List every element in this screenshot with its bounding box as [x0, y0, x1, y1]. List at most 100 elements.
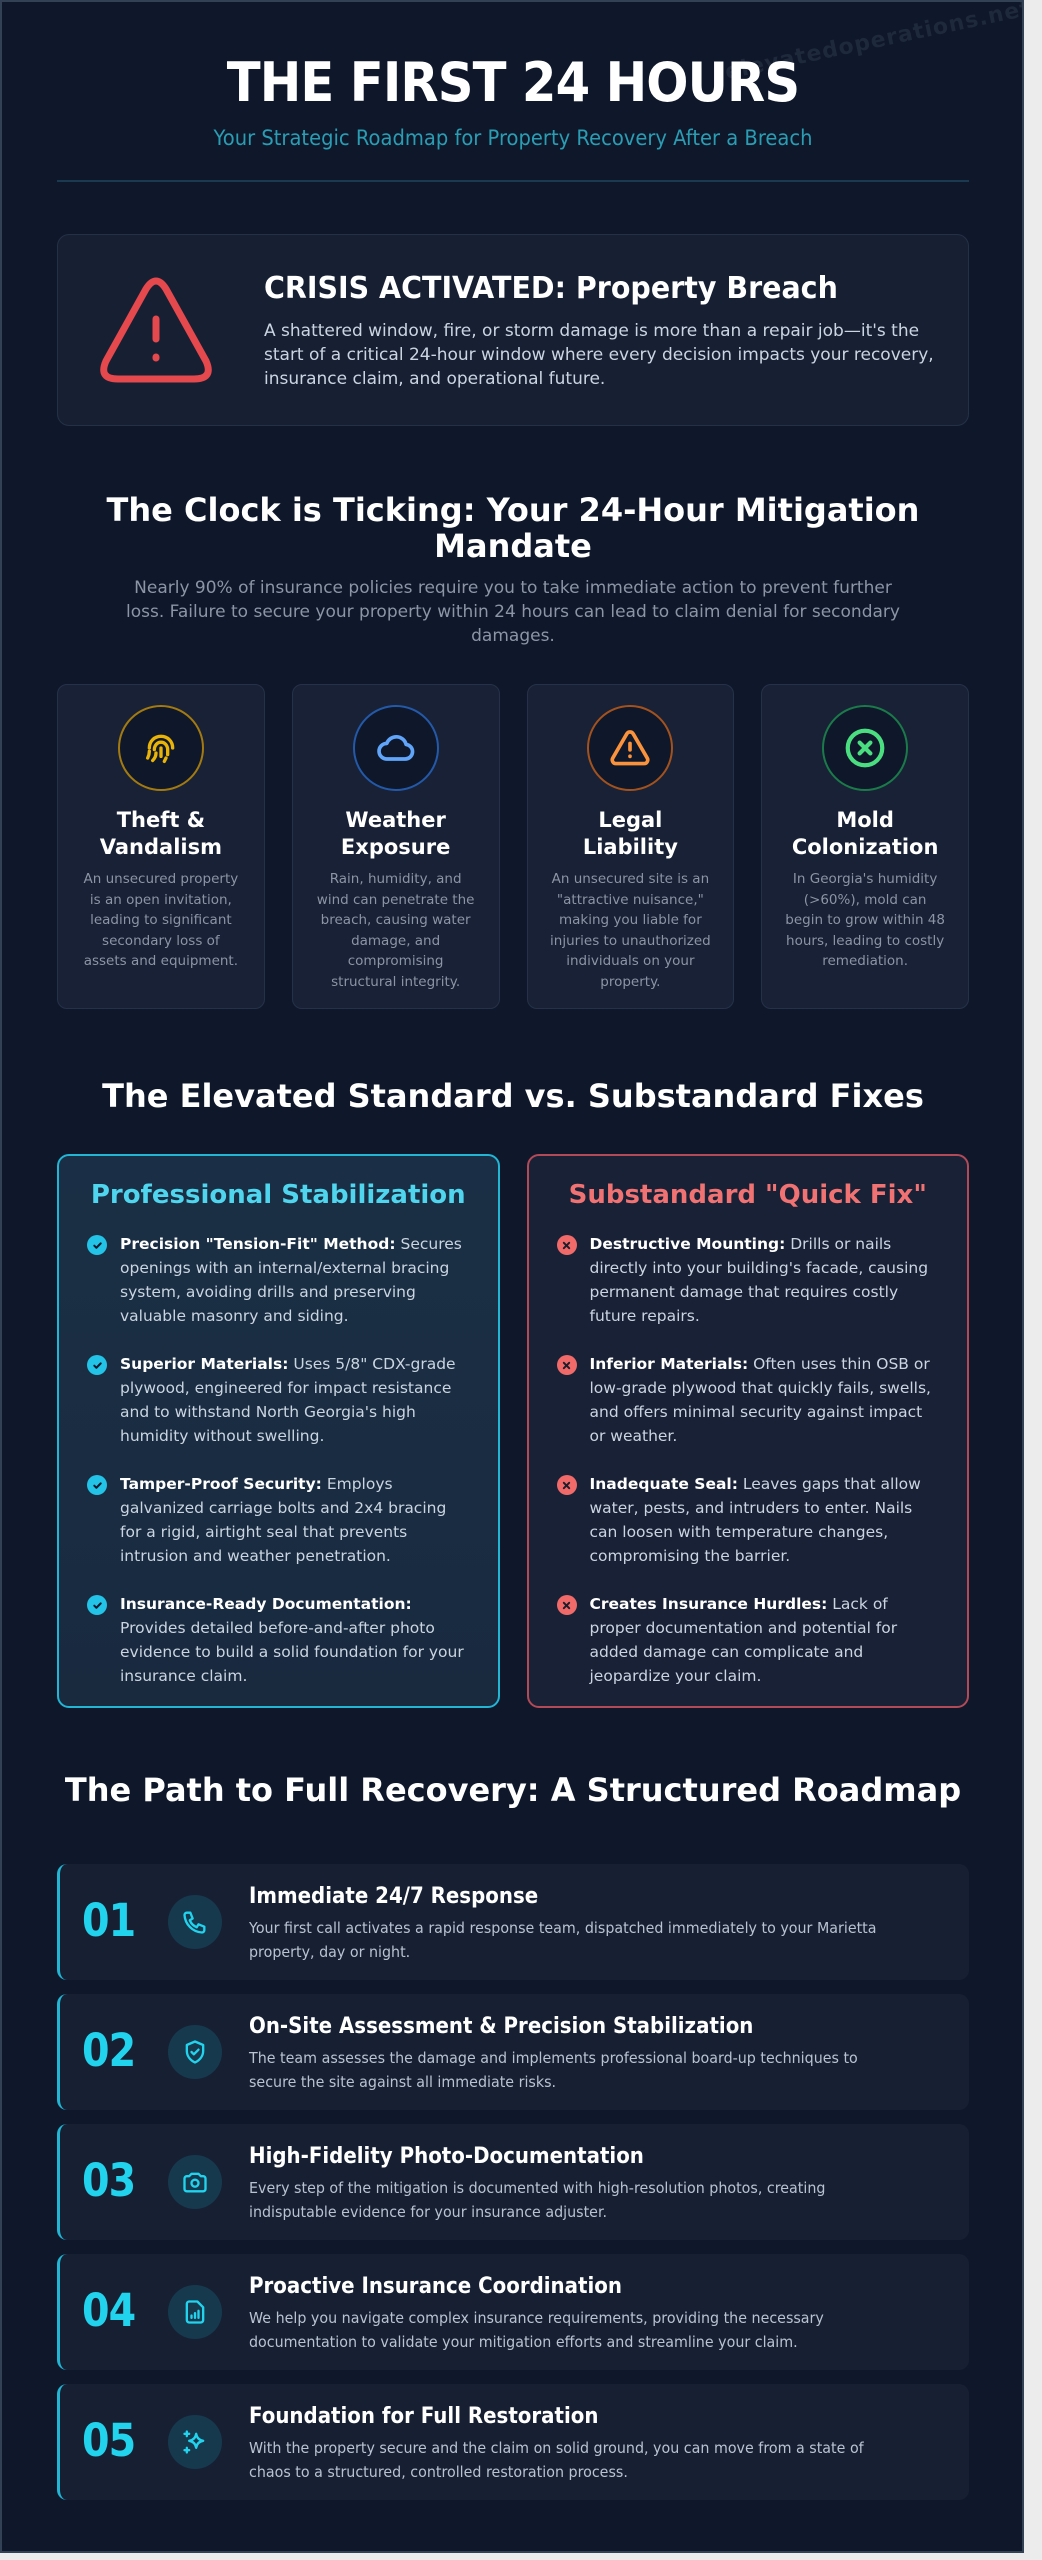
step-number: 03 [82, 2154, 136, 2207]
comparison-title: The Elevated Standard vs. Substandard Fi… [102, 1077, 924, 1115]
roadmap-step-5: 05 Foundation for Full Restoration With … [57, 2384, 969, 2500]
step-text: With the property secure and the claim o… [249, 2439, 864, 2481]
item-text: Leaves gaps that allow water, pests, and… [589, 1475, 921, 1565]
item-label: Superior Materials: [120, 1355, 289, 1373]
item-label: Creates Insurance Hurdles: [589, 1595, 828, 1613]
risk-card-weather: Weather Exposure Rain, humidity, and win… [291, 684, 500, 1009]
step-icon-bubble [168, 2025, 222, 2079]
item-text: Drills or nails directly into your build… [589, 1235, 929, 1325]
camera-icon [183, 2172, 207, 2193]
item-label: Precision "Tension-Fit" Method: [120, 1235, 396, 1253]
good-list-item: Precision "Tension-Fit" Method: Secures … [87, 1232, 470, 1328]
fingerprint-icon [145, 734, 175, 763]
good-card-title: Professional Stabilization [90, 1180, 466, 1210]
step-number: 05 [82, 2414, 136, 2467]
roadmap-section-header: The Path to Full Recovery: A Structured … [57, 1772, 969, 1808]
roadmap-step-3: 03 High-Fidelity Photo-Documentation Eve… [57, 2124, 969, 2240]
x-circle-icon [845, 728, 885, 768]
item-text: Uses 5/8" CDX-grade plywood, engineered … [120, 1355, 456, 1445]
header-divider [57, 180, 969, 182]
step-icon-bubble [168, 1895, 222, 1949]
risk-icon-circle [352, 705, 439, 791]
roadmap-step-1: 01 Immediate 24/7 Response Your first ca… [57, 1864, 969, 1980]
item-label: Destructive Mounting: [589, 1235, 786, 1253]
risk-text: In Georgia's humidity (>60%), mold can b… [785, 871, 945, 969]
good-list-item: Tamper-Proof Security: Employs galvanize… [87, 1472, 470, 1568]
check-circle-icon [87, 1355, 107, 1375]
item-text: Provides detailed before-and-after photo… [120, 1619, 464, 1685]
risk-text: An unsecured property is an open invitat… [83, 871, 239, 969]
step-text: The team assesses the damage and impleme… [249, 2049, 858, 2091]
roadmap-step-4: 04 Proactive Insurance Coordination We h… [57, 2254, 969, 2370]
risk-card-mold: Mold Colonization In Georgia's humidity … [761, 684, 969, 1009]
cloud-icon [376, 734, 414, 761]
crisis-text: A shattered window, fire, or storm damag… [264, 321, 934, 389]
step-icon-bubble [168, 2155, 222, 2209]
page-subtitle: Your Strategic Roadmap for Property Reco… [213, 126, 813, 150]
step-number: 04 [82, 2284, 136, 2337]
comparison-grid: Professional Stabilization Precision "Te… [57, 1154, 969, 1708]
risk-title: Legal Liability [582, 808, 678, 859]
warning-triangle-icon [100, 277, 212, 383]
risk-title: Weather Exposure [340, 808, 451, 859]
step-title: Foundation for Full Restoration [249, 2404, 599, 2429]
mandate-section-header: The Clock is Ticking: Your 24-Hour Mitig… [57, 492, 969, 648]
item-label: Inadequate Seal: [589, 1475, 738, 1493]
step-text: We help you navigate complex insurance r… [249, 2309, 824, 2351]
risk-card-theft: Theft & Vandalism An unsecured property … [57, 684, 265, 1009]
good-list-item: Insurance-Ready Documentation: Provides … [87, 1592, 470, 1688]
x-circle-icon [556, 1475, 577, 1495]
check-circle-icon [87, 1235, 107, 1255]
step-title: On-Site Assessment & Precision Stabiliza… [249, 2014, 754, 2039]
mandate-title: The Clock is Ticking: Your 24-Hour Mitig… [106, 491, 920, 565]
sparkles-icon [183, 2430, 205, 2454]
shield-check-icon [185, 2040, 205, 2064]
x-circle-icon [556, 1235, 577, 1255]
check-circle-icon [87, 1475, 107, 1495]
bad-list-item: Inferior Materials: Often uses thin OSB … [556, 1352, 940, 1448]
risk-title: Mold Colonization [791, 808, 939, 859]
item-label: Insurance-Ready Documentation: [120, 1595, 412, 1613]
risk-title: Theft & Vandalism [99, 808, 222, 859]
file-chart-icon [185, 2300, 205, 2324]
check-circle-icon [87, 1595, 107, 1615]
bad-list-item: Destructive Mounting: Drills or nails di… [556, 1232, 940, 1328]
step-number: 02 [82, 2024, 136, 2077]
phone-icon [183, 1911, 206, 1934]
risk-icon-circle [587, 705, 674, 791]
item-text: Often uses thin OSB or low-grade plywood… [589, 1355, 931, 1445]
page-title: THE FIRST 24 HOURS [226, 51, 800, 114]
step-title: Immediate 24/7 Response [249, 1884, 539, 1909]
step-text: Every step of the mitigation is document… [249, 2179, 826, 2221]
risk-icon-circle [822, 705, 909, 791]
risk-grid: Theft & Vandalism An unsecured property … [57, 684, 969, 1009]
step-title: High-Fidelity Photo-Documentation [249, 2144, 644, 2169]
item-label: Inferior Materials: [589, 1355, 749, 1373]
mandate-lead: Nearly 90% of insurance policies require… [126, 578, 900, 646]
item-text: Lack of proper documentation and potenti… [589, 1595, 898, 1685]
x-circle-icon [556, 1595, 577, 1615]
bad-list-item: Inadequate Seal: Leaves gaps that allow … [556, 1472, 940, 1568]
professional-stabilization-card: Professional Stabilization Precision "Te… [57, 1154, 500, 1708]
roadmap-step-2: 02 On-Site Assessment & Precision Stabil… [57, 1994, 969, 2110]
item-label: Tamper-Proof Security: [120, 1475, 322, 1493]
step-text: Your first call activates a rapid respon… [249, 1919, 877, 1961]
step-icon-bubble [168, 2415, 222, 2469]
comparison-section-header: The Elevated Standard vs. Substandard Fi… [57, 1078, 969, 1114]
substandard-quick-fix-card: Substandard "Quick Fix" Destructive Moun… [526, 1154, 969, 1708]
header: THE FIRST 24 HOURS Your Strategic Roadma… [57, 50, 969, 182]
bad-list-item: Creates Insurance Hurdles: Lack of prope… [556, 1592, 940, 1688]
bad-card-title: Substandard "Quick Fix" [568, 1180, 927, 1210]
item-text: Employs galvanized carriage bolts and 2x… [120, 1475, 447, 1565]
step-number: 01 [82, 1894, 136, 1947]
crisis-card: CRISIS ACTIVATED: Property Breach A shat… [57, 234, 969, 426]
risk-card-legal: Legal Liability An unsecured site is an … [526, 684, 735, 1009]
risk-text: Rain, humidity, and wind can penetrate t… [316, 871, 475, 990]
warning-triangle-icon [610, 730, 650, 766]
step-title: Proactive Insurance Coordination [249, 2274, 622, 2299]
x-circle-icon [556, 1355, 577, 1375]
step-icon-bubble [168, 2285, 222, 2339]
roadmap-title: The Path to Full Recovery: A Structured … [64, 1771, 962, 1809]
roadmap-steps: 01 Immediate 24/7 Response Your first ca… [57, 1864, 969, 2514]
